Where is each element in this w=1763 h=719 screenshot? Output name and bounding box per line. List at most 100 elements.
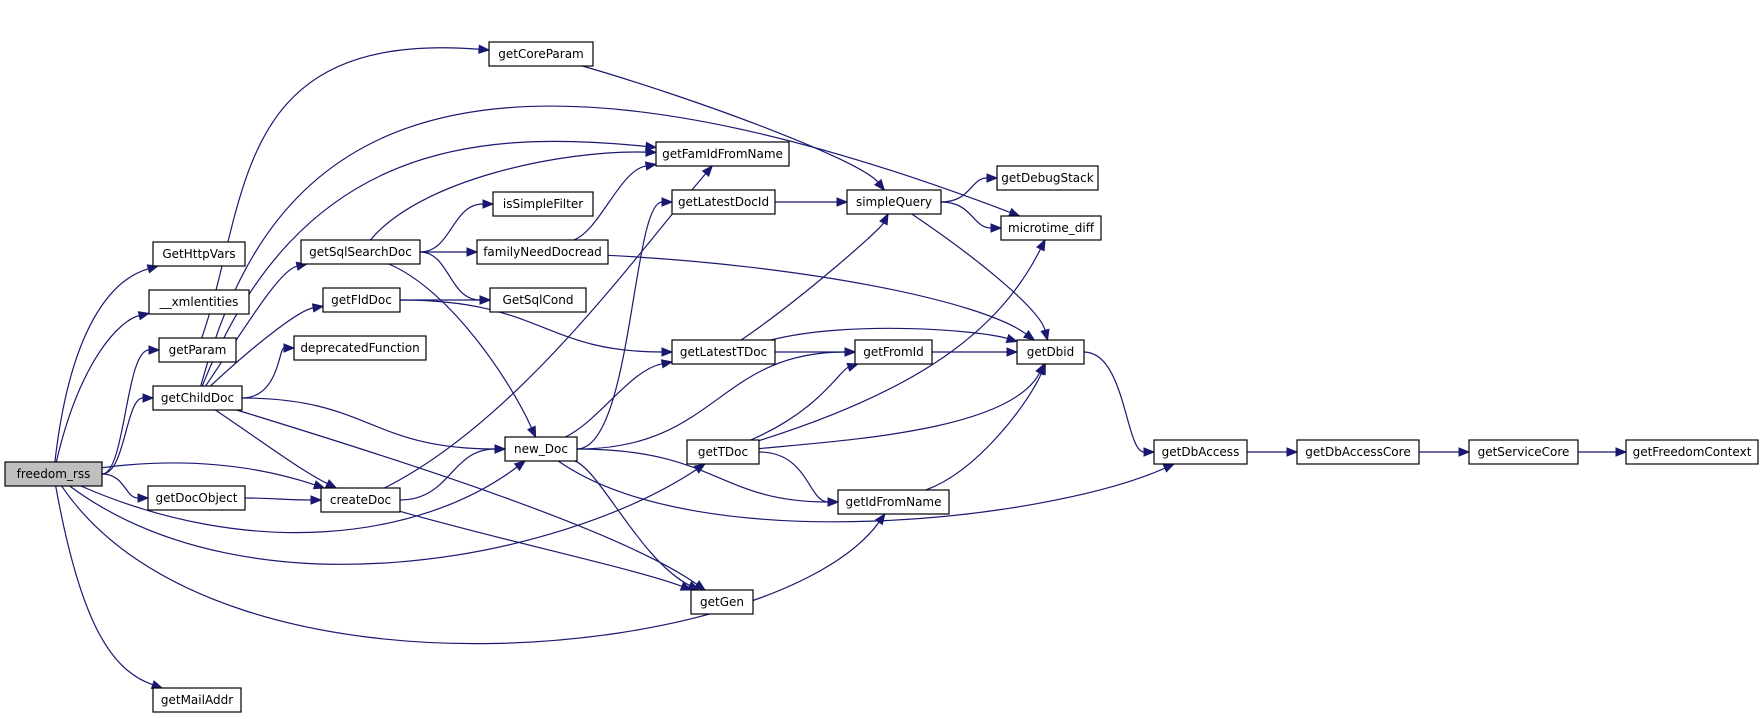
edge-line — [101, 462, 315, 486]
node-getTDoc[interactable]: getTDoc — [686, 439, 760, 465]
node-box — [504, 436, 578, 462]
node-box — [320, 487, 401, 513]
node-isSimpleFilter[interactable]: isSimpleFilter — [492, 191, 594, 217]
arrowhead-icon — [1286, 447, 1299, 457]
edge-line — [576, 448, 829, 503]
node-getGen[interactable]: getGen — [690, 589, 754, 615]
node-getSqlSearchDoc[interactable]: getSqlSearchDoc — [300, 239, 421, 265]
node-getDebugStack[interactable]: getDebugStack — [996, 165, 1099, 191]
arrowhead-icon — [827, 497, 840, 507]
edge-getDbAccessCore-to-getServiceCore — [1419, 447, 1471, 457]
edge-getChildDoc-to-new_Doc — [241, 397, 507, 454]
node-getServiceCore[interactable]: getServiceCore — [1468, 439, 1579, 465]
node-box — [492, 191, 594, 217]
node-getFromId[interactable]: getFromId — [854, 339, 933, 365]
node-createDoc[interactable]: createDoc — [320, 487, 401, 513]
node-box — [996, 165, 1099, 191]
node-label: getIdFromName — [846, 495, 942, 509]
node-label: getMailAddr — [161, 693, 233, 707]
arrowhead-icon — [1006, 347, 1019, 357]
node-label: getFreedomContext — [1633, 445, 1752, 459]
node-label: getLatestDocId — [678, 195, 769, 209]
edge-getFldDoc-to-getLatestTDoc — [399, 299, 674, 357]
node-getCoreParam[interactable]: getCoreParam — [488, 41, 594, 67]
node-getChildDoc[interactable]: getChildDoc — [152, 385, 243, 411]
node-label: getDbid — [1027, 345, 1075, 359]
node-getFamIdFromName[interactable]: getFamIdFromName — [655, 141, 790, 167]
node-box — [837, 489, 950, 515]
node-simpleQuery[interactable]: simpleQuery — [846, 189, 942, 215]
node-label: getChildDoc — [161, 391, 234, 405]
node-getDbAccess[interactable]: getDbAccess — [1153, 439, 1248, 465]
node-label: isSimpleFilter — [503, 197, 583, 211]
node-getDocObject[interactable]: getDocObject — [147, 485, 246, 511]
edge-getLatestDocId-to-simpleQuery — [774, 197, 849, 207]
edge-freedom_rss-to-getMailAddr — [55, 485, 164, 690]
node-microtime_diff[interactable]: microtime_diff — [1000, 215, 1102, 241]
node-box — [300, 239, 421, 265]
node-label: getFamIdFromName — [662, 147, 783, 161]
edge-line — [241, 347, 285, 399]
arrowhead-icon — [1022, 329, 1036, 341]
node-box — [1000, 215, 1102, 241]
node-label: new_Doc — [514, 442, 568, 456]
edge-getSqlSearchDoc-to-familyNeedDocread — [420, 247, 479, 257]
node-freedom_rss[interactable]: freedom_rss — [4, 461, 103, 487]
edge-simpleQuery-to-microtime_diff — [940, 201, 1003, 233]
node-GetSqlCond[interactable]: GetSqlCond — [489, 287, 587, 313]
edge-getDocObject-to-createDoc — [244, 495, 323, 505]
node-getDbid[interactable]: getDbid — [1016, 339, 1085, 365]
edge-line — [69, 469, 697, 565]
node-getLatestDocId[interactable]: getLatestDocId — [671, 189, 776, 215]
edge-familyNeedDocread-to-getDbid — [607, 254, 1036, 341]
edge-line — [576, 351, 846, 450]
edge-getLatestTDoc-to-getFromId — [774, 347, 857, 357]
node-getIdFromName[interactable]: getIdFromName — [837, 489, 950, 515]
node-xmlentities[interactable]: __xmlentities — [148, 289, 250, 315]
node-label: getLatestTDoc — [680, 345, 767, 359]
edge-line — [55, 485, 153, 686]
node-deprecatedFunction[interactable]: deprecatedFunction — [293, 335, 427, 361]
node-label: getDbAccessCore — [1305, 445, 1410, 459]
edge-getFromId-to-getDbid — [931, 347, 1019, 357]
edge-freedom_rss-to-xmlentities — [55, 311, 151, 463]
node-box — [690, 589, 754, 615]
node-box — [148, 289, 250, 315]
edge-createDoc-to-getGen — [399, 510, 693, 591]
node-getFldDoc[interactable]: getFldDoc — [322, 287, 401, 313]
node-box — [846, 189, 942, 215]
arrowhead-icon — [526, 425, 537, 439]
edge-line — [582, 65, 879, 183]
node-getLatestTDoc[interactable]: getLatestTDoc — [671, 339, 776, 365]
node-new_Doc[interactable]: new_Doc — [504, 436, 578, 462]
edge-freedom_rss-to-GetHttpVars — [54, 264, 160, 463]
node-GetHttpVars[interactable]: GetHttpVars — [152, 241, 246, 267]
edge-getTDoc-to-getDbid — [758, 362, 1045, 450]
node-label: createDoc — [330, 493, 391, 507]
arrowhead-icon — [645, 147, 658, 157]
arrowhead-icon — [312, 480, 326, 490]
edge-line — [54, 268, 149, 463]
node-getMailAddr[interactable]: getMailAddr — [152, 687, 242, 713]
edge-getParam-to-getCoreParam — [201, 44, 491, 339]
edge-line — [758, 248, 1042, 442]
node-getDbAccessCore[interactable]: getDbAccessCore — [1296, 439, 1420, 465]
edge-line — [241, 397, 496, 450]
arrowhead-icon — [1458, 447, 1471, 457]
node-familyNeedDocread[interactable]: familyNeedDocread — [476, 239, 609, 265]
node-box — [293, 335, 427, 361]
edge-freedom_rss-to-getTDoc — [69, 463, 707, 565]
node-label: getGen — [700, 595, 744, 609]
edge-freedom_rss-to-new_Doc — [80, 460, 527, 534]
edge-getLatestTDoc-to-simpleQuery — [740, 212, 889, 341]
edge-getChildDoc-to-getFldDoc — [210, 303, 325, 387]
node-getParam[interactable]: getParam — [158, 337, 237, 363]
node-getFreedomContext[interactable]: getFreedomContext — [1625, 439, 1759, 465]
node-box — [686, 439, 760, 465]
arrowhead-icon — [466, 247, 479, 257]
arrowhead-icon — [874, 512, 886, 526]
nodes-layer: freedom_rss GetHttpVars __xmlentities getPa… — [4, 41, 1759, 713]
node-box — [854, 339, 933, 365]
edge-new_Doc-to-getLatestDocId — [576, 197, 674, 450]
